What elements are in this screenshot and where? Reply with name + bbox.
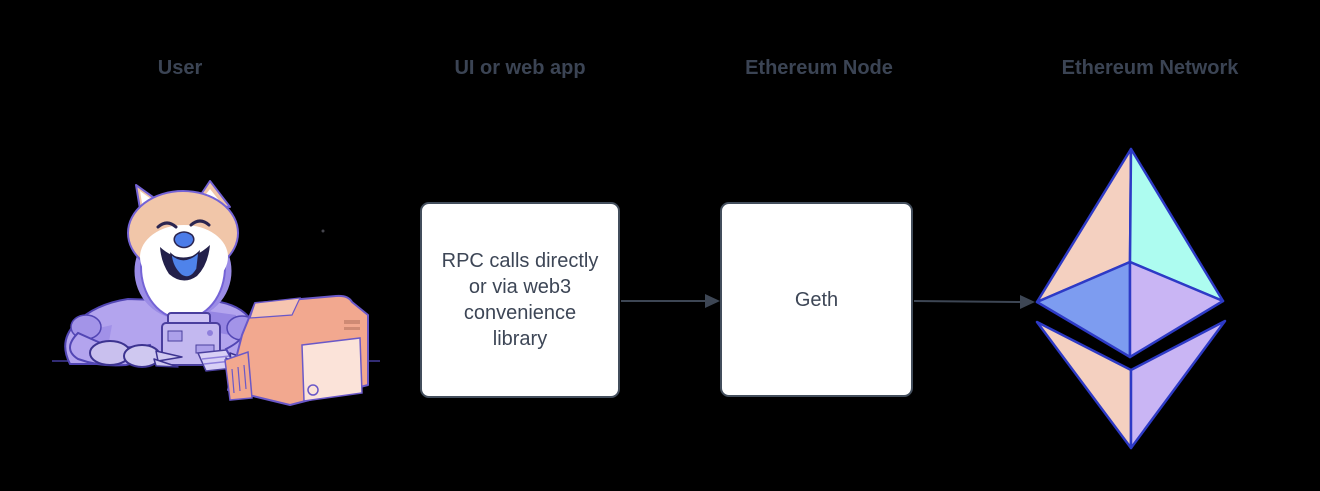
rpc-box-line: RPC calls directly: [441, 250, 599, 272]
retro-computer-icon: [224, 294, 369, 406]
doge-left-arm: [69, 331, 183, 368]
arrow-right-icon: [621, 294, 720, 308]
doge-nose: [173, 231, 195, 249]
eth-mid-right-face: [1128, 260, 1225, 359]
column-heading-ethereum-node: Ethereum Node: [745, 57, 893, 79]
rpc-box-line: or via web3: [468, 276, 572, 298]
eth-bottom-right-face: [1129, 319, 1227, 450]
column-heading-ethereum-network: Ethereum Network: [1061, 57, 1239, 79]
speck: [321, 229, 325, 233]
doge-tongue: [170, 250, 200, 278]
column-heading-user: User: [157, 57, 203, 79]
doge-head: [127, 180, 239, 289]
doge-astronaut-computer-icon: [52, 180, 380, 406]
doge-right-eye: [189, 219, 211, 227]
rpc-box-line: convenience: [463, 302, 577, 324]
geth-box-label: Geth: [794, 288, 839, 311]
ethereum-logo-icon: [1035, 147, 1227, 450]
arrow-right-icon: [913, 295, 1035, 309]
geth-box: Geth: [720, 202, 913, 397]
column-heading-ui-or-web-app: UI or web app: [454, 57, 586, 79]
rpc-calls-box: RPC calls directly or via web3 convenien…: [420, 202, 620, 398]
rpc-box-line: library: [492, 328, 548, 350]
doge-left-eye: [156, 221, 178, 229]
